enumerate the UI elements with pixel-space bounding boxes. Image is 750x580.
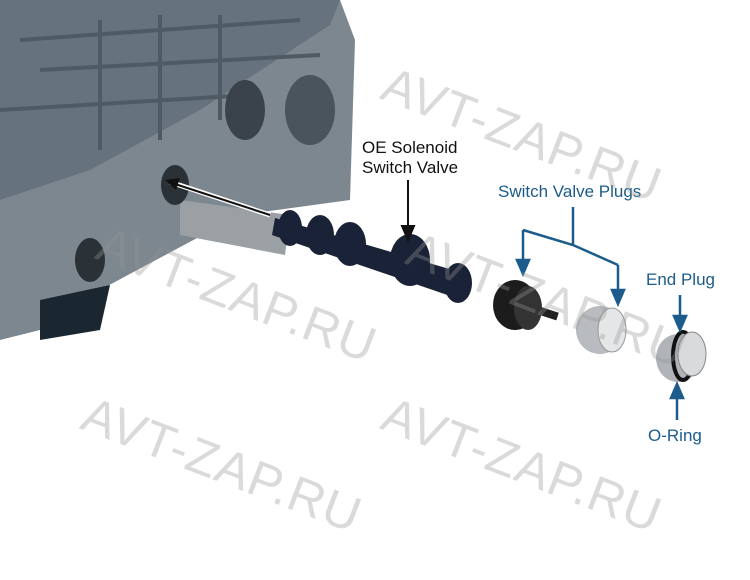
switch-valve-plug-black	[493, 280, 559, 330]
label-switch-valve-plugs: Switch Valve Plugs	[498, 182, 642, 201]
callout-o-ring	[669, 380, 685, 420]
label-oe-solenoid: OE Solenoid Switch Valve	[362, 138, 458, 178]
label-end-plug: End Plug	[646, 270, 715, 289]
end-plug	[656, 330, 707, 382]
label-oe-solenoid-line1: OE Solenoid	[362, 138, 458, 157]
callout-end-plug	[672, 295, 688, 334]
label-o-ring: O-Ring	[648, 426, 702, 445]
callout-switch-valve-plugs	[515, 207, 626, 308]
insertion-arrow	[165, 178, 271, 218]
switch-valve-plug-silver	[576, 306, 627, 354]
callout-oe-solenoid	[400, 180, 416, 243]
label-oe-solenoid-line2: Switch Valve	[362, 158, 459, 177]
oe-solenoid-switch-valve	[272, 210, 472, 303]
